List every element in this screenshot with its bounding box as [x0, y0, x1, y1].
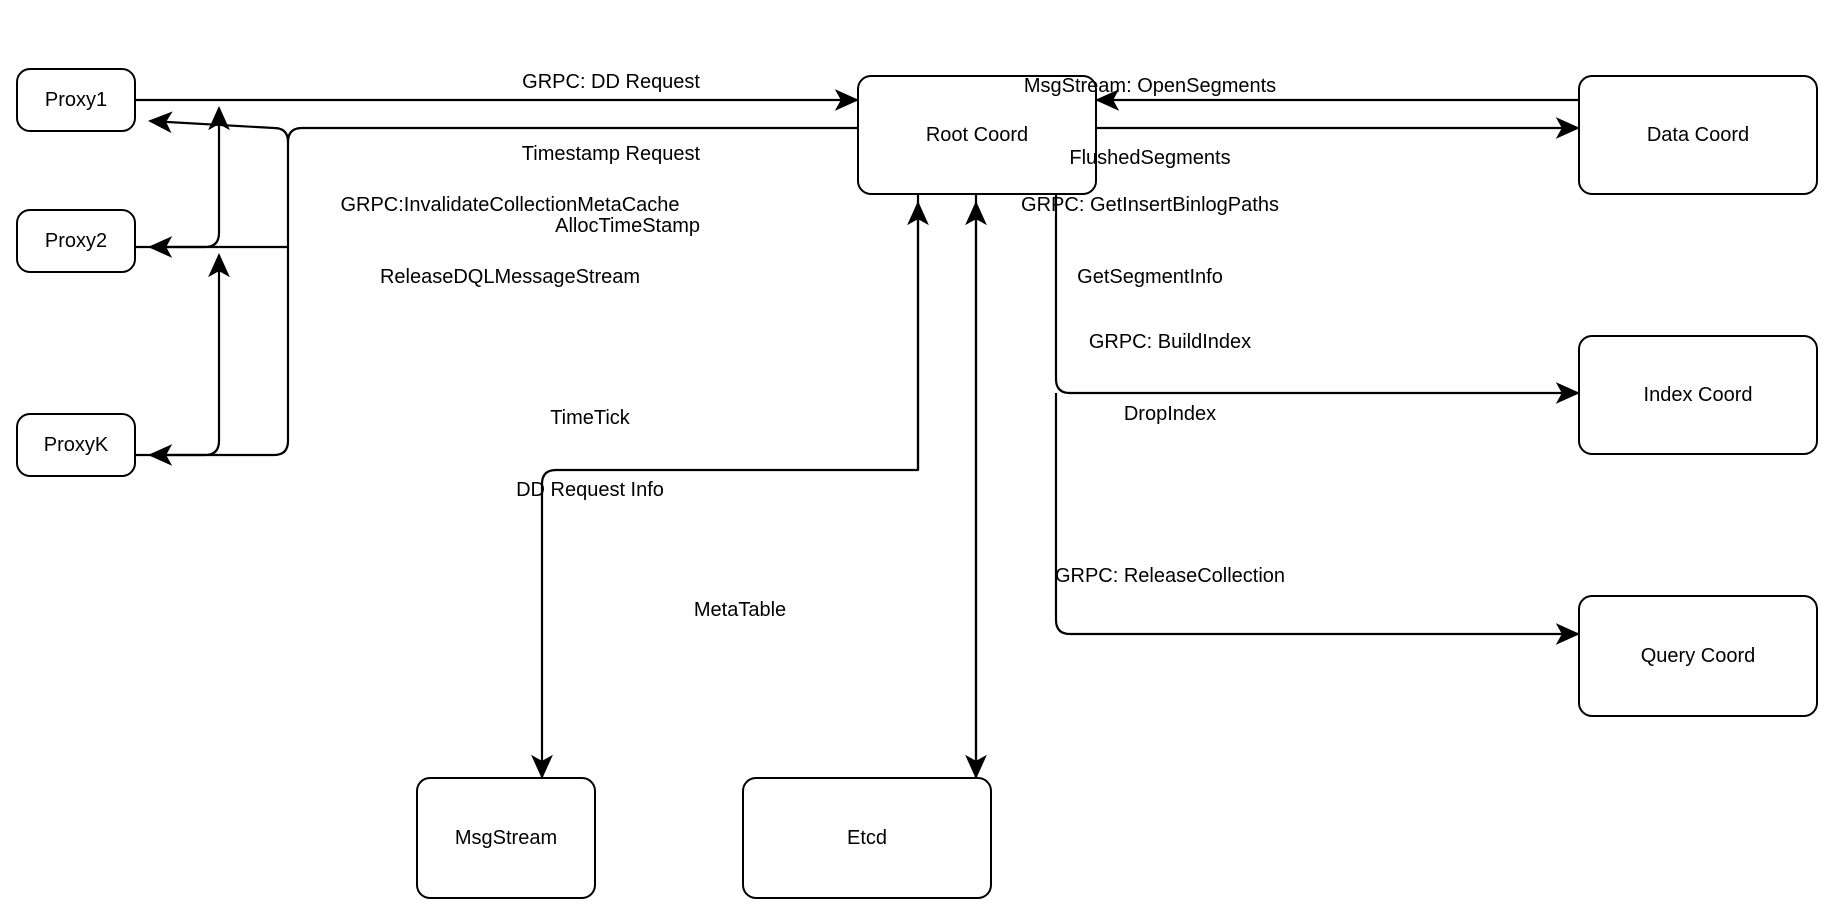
node-data-coord-label: Data Coord [1646, 124, 1750, 146]
edge-label-datacoord-to-rootcoord: MsgStream: OpenSegments FlushedSegments [940, 26, 1360, 218]
node-proxy2[interactable]: Proxy2 [16, 209, 136, 273]
node-query-coord-label: Query Coord [1640, 645, 1756, 667]
edge-trunk-to-proxy1 [147, 111, 290, 143]
edge-label-line: MetaTable [693, 599, 787, 621]
edge-label-line: GRPC: DD Request [522, 71, 700, 93]
edge-proxyk-to-trunk [136, 252, 230, 457]
edge-rootcoord-to-msgstream [531, 195, 920, 780]
edge-label-rootcoord-to-proxy: GRPC:InvalidateCollectionMetaCache Relea… [320, 145, 700, 337]
edge-rootcoord-to-proxy-trunk [147, 126, 857, 466]
edge-proxy2-to-trunk [136, 105, 230, 249]
node-proxyk[interactable]: ProxyK [16, 413, 136, 477]
node-etcd[interactable]: Etcd [742, 777, 992, 899]
edge-label-line: GRPC:InvalidateCollectionMetaCache [340, 194, 680, 216]
edge-label-line: MsgStream: OpenSegments [1023, 75, 1277, 97]
node-proxy1-label: Proxy1 [44, 89, 108, 111]
node-msgstream-label: MsgStream [454, 827, 558, 849]
node-data-coord[interactable]: Data Coord [1578, 75, 1818, 195]
node-proxyk-label: ProxyK [43, 434, 109, 456]
edge-label-line: Timestamp Request [521, 143, 700, 165]
edge-label-line: TimeTick [550, 407, 630, 429]
edge-label-rootcoord-to-etcd: MetaTable [660, 550, 820, 670]
node-index-coord-label: Index Coord [1643, 384, 1753, 406]
node-proxy2-label: Proxy2 [44, 230, 108, 252]
node-root-coord[interactable]: Root Coord [857, 75, 1097, 195]
edge-label-rootcoord-to-msgstream: TimeTick DD Request Info [440, 358, 740, 550]
edge-label-rootcoord-to-indexcoord: GRPC: BuildIndex DropIndex [1000, 282, 1340, 474]
edge-rootcoord-to-querycoord [1054, 393, 1581, 645]
node-etcd-label: Etcd [846, 827, 888, 849]
edge-label-line: GRPC: ReleaseCollection [1054, 565, 1286, 587]
edge-label-line: GRPC: GetInsertBinlogPaths [1021, 194, 1279, 216]
edge-label-line: FlushedSegments [1069, 147, 1231, 169]
node-proxy1[interactable]: Proxy1 [16, 68, 136, 132]
edge-label-line: DropIndex [1123, 403, 1217, 425]
edge-label-line: DD Request Info [516, 479, 664, 501]
node-query-coord[interactable]: Query Coord [1578, 595, 1818, 717]
edge-label-line: AllocTimeStamp [555, 215, 700, 237]
node-msgstream[interactable]: MsgStream [416, 777, 596, 899]
edge-label-proxy-to-rootcoord: GRPC: DD Request Timestamp Request Alloc… [330, 22, 700, 286]
node-root-coord-label: Root Coord [925, 124, 1029, 146]
node-index-coord[interactable]: Index Coord [1578, 335, 1818, 455]
edge-label-line: ReleaseDQLMessageStream [379, 266, 641, 288]
edge-label-rootcoord-to-querycoord: GRPC: ReleaseCollection [1000, 516, 1340, 636]
edge-label-rootcoord-to-datacoord: GRPC: GetInsertBinlogPaths GetSegmentInf… [940, 145, 1360, 337]
edge-label-line: GRPC: BuildIndex [1088, 331, 1252, 353]
edge-label-line: GetSegmentInfo [1077, 266, 1223, 288]
edge-rootcoord-to-indexcoord [1054, 195, 1581, 404]
